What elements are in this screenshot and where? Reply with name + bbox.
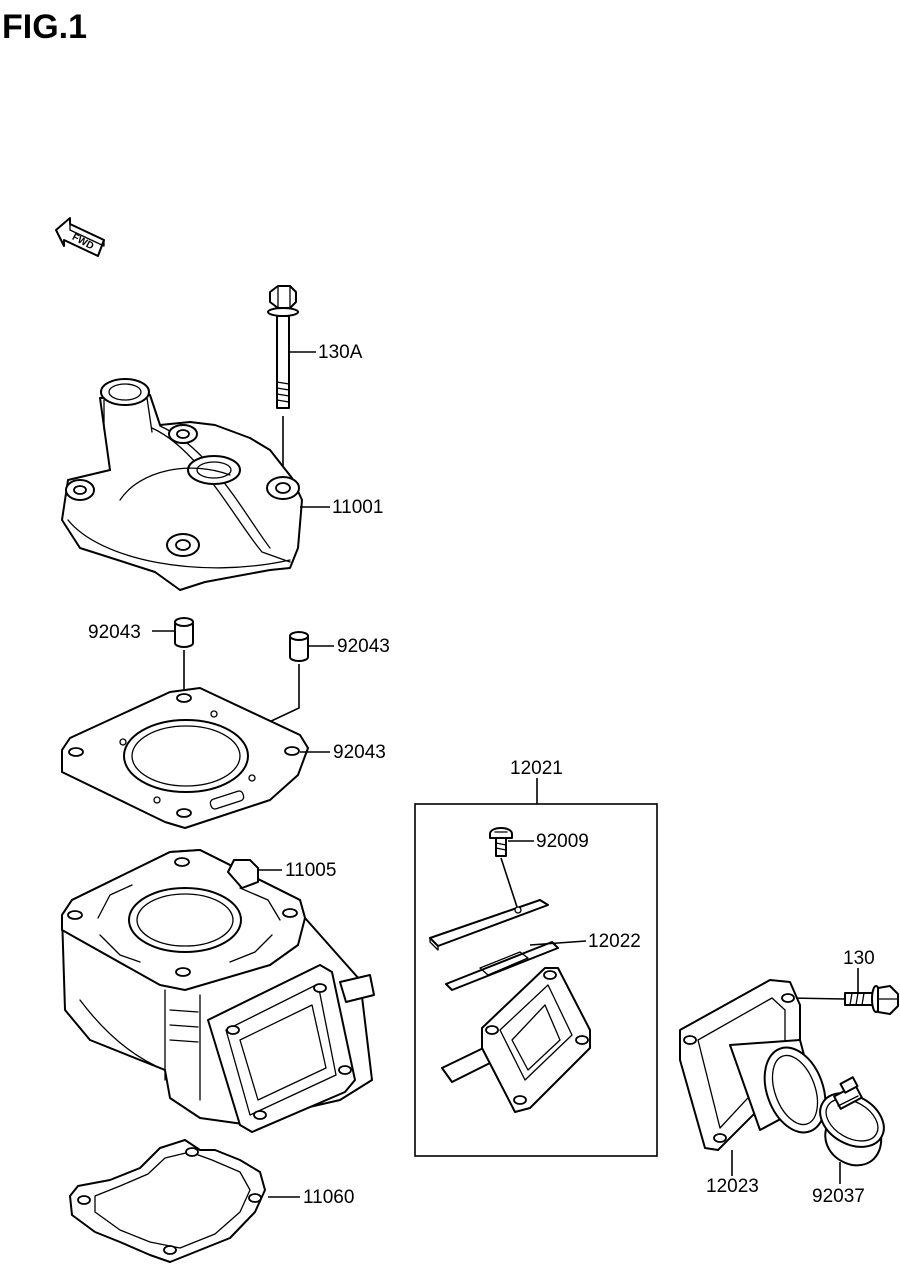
label-11060: 11060 (303, 1187, 354, 1208)
reed-block (441, 967, 591, 1113)
label-11005: 11005 (285, 860, 336, 881)
cylinder-head-11001 (61, 378, 303, 591)
label-12021: 12021 (510, 758, 563, 779)
screw-92009 (489, 827, 513, 857)
label-130: 130 (843, 948, 875, 969)
label-92043-right: 92043 (337, 636, 390, 657)
screw-centerline (500, 857, 519, 911)
cylinder-11005 (61, 849, 375, 1133)
dowel-pin-92043-right (289, 631, 309, 662)
label-130a: 130A (318, 342, 363, 363)
figure-title: FIG.1 (2, 8, 87, 46)
bolt-130a (267, 285, 299, 409)
leader-12022 (529, 940, 587, 946)
label-92043-left: 92043 (88, 622, 141, 643)
intake-pipe-12023 (679, 979, 827, 1151)
reed-petal-12022 (445, 941, 559, 991)
reed-stopper-12022 (429, 899, 549, 951)
head-gasket-11004 (61, 687, 309, 829)
label-92009: 92009 (536, 831, 589, 852)
bolt-130-centerline (789, 997, 845, 1000)
base-gasket-11060 (69, 1139, 266, 1263)
hose-clamp-92037 (819, 1076, 885, 1167)
label-11004: 92043 (333, 742, 386, 763)
bolt-130 (844, 985, 899, 1015)
label-92037: 92037 (812, 1186, 865, 1207)
kit-box-12021 (414, 803, 658, 1157)
label-12023: 12023 (706, 1176, 759, 1197)
fwd-arrow-icon: FWD (55, 217, 105, 257)
label-11001: 11001 (332, 497, 383, 518)
label-12022: 12022 (588, 931, 641, 952)
dowel-pin-92043-left (174, 617, 194, 648)
